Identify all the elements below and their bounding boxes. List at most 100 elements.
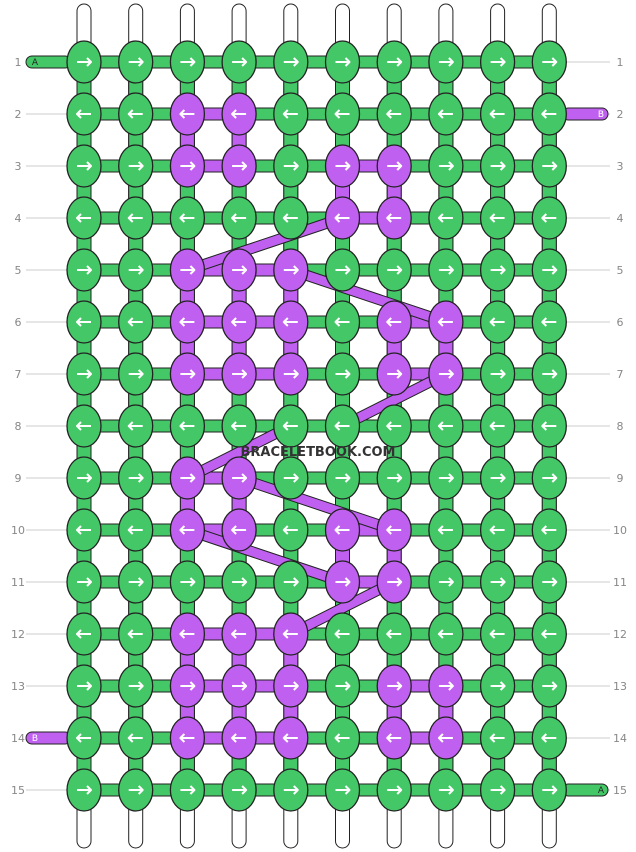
horizontal-bar (150, 107, 173, 121)
knot (221, 456, 257, 500)
knot (66, 664, 102, 708)
knot (66, 560, 102, 604)
knot (531, 716, 567, 760)
arrow-head-icon (499, 681, 506, 691)
horizontal-bar (357, 211, 380, 225)
horizontal-bar (408, 627, 432, 641)
arrow-head-icon (448, 473, 454, 483)
horizontal-bar (357, 159, 380, 173)
knot (531, 664, 567, 708)
horizontal-bar (512, 55, 535, 69)
knot (221, 560, 257, 604)
knot (324, 92, 361, 136)
horizontal-bar (460, 783, 484, 797)
row-label-right: 15 (613, 784, 627, 797)
arrow-head-icon (386, 213, 392, 223)
knot (376, 560, 412, 604)
horizontal-bar (201, 211, 225, 225)
knot (531, 404, 567, 448)
horizontal-bar (460, 731, 484, 745)
horizontal-bar (512, 783, 535, 797)
arrow-head-icon (189, 57, 196, 67)
horizontal-bar (253, 211, 277, 225)
horizontal-bar (201, 367, 225, 381)
arrow-head-icon (448, 161, 454, 171)
arrow-head-icon (437, 317, 444, 327)
horizontal-bar (150, 419, 173, 433)
arrow-head-icon (137, 161, 144, 171)
horizontal-bar (150, 211, 173, 225)
arrow-head-icon (386, 733, 392, 743)
knot (118, 40, 154, 84)
knot (118, 404, 154, 448)
arrow-head-icon (293, 369, 299, 379)
horizontal-bar (460, 471, 484, 485)
knot (221, 92, 257, 136)
knot (428, 404, 464, 448)
arrow-head-icon (179, 733, 186, 743)
horizontal-bar (357, 679, 380, 693)
horizontal-bar (408, 419, 432, 433)
horizontal-bar (305, 107, 328, 121)
arrow-head-icon (179, 629, 186, 639)
row-label-right: 9 (617, 472, 624, 485)
arrow-head-icon (334, 525, 341, 535)
horizontal-bar (98, 523, 122, 537)
arrow-head-icon (396, 161, 403, 171)
knot (66, 404, 102, 448)
arrow-head-icon (541, 213, 548, 223)
arrow-head-icon (293, 577, 299, 587)
knot (66, 40, 102, 84)
arrow-head-icon (344, 681, 351, 691)
arrow-head-icon (489, 109, 496, 119)
arrow-head-icon (189, 681, 196, 691)
row-label-right: 11 (613, 576, 627, 589)
arrow-head-icon (293, 265, 299, 275)
tail-label: B (598, 110, 604, 120)
knot (221, 300, 257, 344)
arrow-head-icon (86, 57, 92, 67)
arrow-head-icon (179, 109, 186, 119)
row-label-left: 14 (11, 732, 25, 745)
row-label-left: 5 (15, 264, 22, 277)
horizontal-bar (253, 679, 277, 693)
knot (531, 248, 567, 292)
horizontal-bar (201, 159, 225, 173)
arrow-head-icon (282, 213, 289, 223)
knot (169, 508, 206, 552)
knot (273, 92, 309, 136)
diagonal-link (338, 369, 451, 431)
arrow-head-icon (189, 369, 196, 379)
knot (221, 352, 257, 396)
knot (479, 144, 516, 188)
horizontal-bar (201, 679, 225, 693)
arrow-head-icon (334, 629, 341, 639)
knot (273, 404, 309, 448)
knot (66, 612, 102, 656)
arrow-head-icon (76, 213, 82, 223)
knot (324, 144, 361, 188)
knot (324, 612, 361, 656)
horizontal-bar (357, 471, 380, 485)
arrow-head-icon (127, 213, 134, 223)
horizontal-bar (253, 159, 277, 173)
knot (221, 716, 257, 760)
horizontal-bar (98, 315, 122, 329)
knot (428, 352, 464, 396)
horizontal-bar (512, 627, 535, 641)
knot (479, 664, 516, 708)
horizontal-bar (98, 471, 122, 485)
row-label-left: 8 (15, 420, 22, 433)
knot (531, 92, 567, 136)
horizontal-bar (357, 731, 380, 745)
knot (221, 404, 257, 448)
arrow-head-icon (541, 109, 548, 119)
arrow-head-icon (86, 161, 92, 171)
arrow-head-icon (551, 473, 558, 483)
knot (479, 508, 516, 552)
knot (221, 144, 257, 188)
knot (428, 144, 464, 188)
arrow-head-icon (231, 421, 237, 431)
knot (273, 144, 309, 188)
tail-label: A (598, 786, 605, 796)
